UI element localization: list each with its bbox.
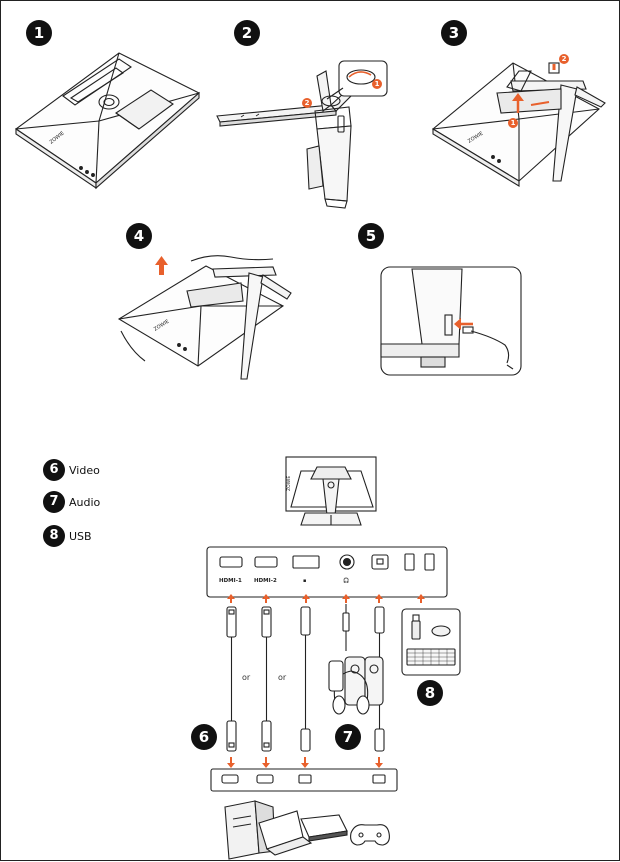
step-3-callout-a: 1 (510, 119, 516, 127)
legend-usb-label: USB (69, 529, 92, 543)
step-2-callout-a: 1 (374, 80, 380, 88)
step-5-badge: 5 (358, 223, 384, 249)
step-2-badge: 2 (234, 20, 260, 46)
legend-audio-label: Audio (69, 495, 101, 509)
hdmi-2-port-label: HDMI-2 (254, 578, 277, 584)
or-label-2: or (278, 673, 287, 682)
step-3-callout-b: 2 (561, 55, 567, 63)
svg-text:🎧: 🎧 (343, 577, 349, 584)
step-1-badge: 1 (26, 20, 52, 46)
legend-video: 6 Video (43, 459, 100, 481)
legend-video-badge: 6 (43, 459, 65, 481)
usb-group-badge: 8 (417, 680, 443, 706)
video-group-badge: 6 (191, 724, 217, 750)
svg-text:▪: ▪ (303, 578, 306, 584)
legend-usb-badge: 8 (43, 525, 65, 547)
svg-text:ZOWIE: ZOWIE (286, 476, 292, 491)
legend-video-label: Video (69, 463, 100, 477)
legend-audio-badge: 7 (43, 491, 65, 513)
step-4-badge: 4 (126, 223, 152, 249)
step-2-callout-b: 2 (304, 99, 310, 107)
legend-audio: 7 Audio (43, 491, 100, 513)
legend-usb: 8 USB (43, 525, 92, 547)
step-3-badge: 3 (441, 20, 467, 46)
or-label-1: or (242, 673, 251, 682)
audio-group-badge: 7 (335, 724, 361, 750)
hdmi-1-port-label: HDMI-1 (219, 578, 242, 584)
